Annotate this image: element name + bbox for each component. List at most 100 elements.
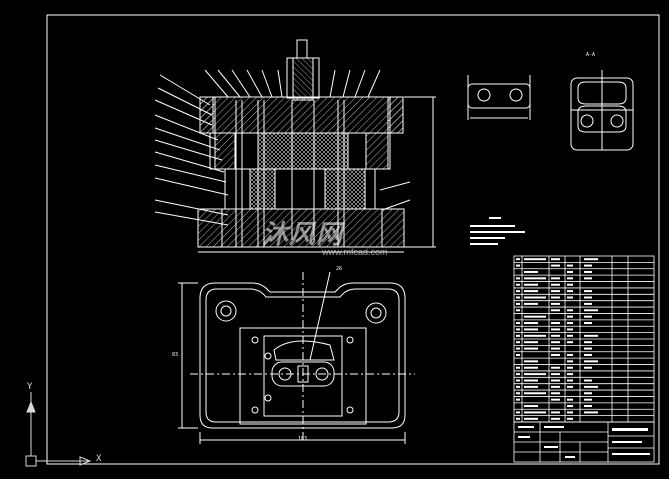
bom-cell-mark (584, 290, 592, 293)
bom-cell-mark (584, 347, 592, 350)
watermark-brand: 沐风网 (262, 220, 344, 250)
bom-cell-mark (516, 328, 520, 331)
bom-cell-mark (567, 405, 573, 408)
bom-cell-mark (516, 353, 520, 356)
bom-cell-mark (551, 328, 560, 331)
title-block-marks (518, 426, 650, 458)
bom-cell-mark (516, 379, 520, 382)
bom-cell-mark (567, 296, 573, 299)
bom-cell-mark (551, 283, 560, 286)
bom-cell-mark (524, 360, 538, 363)
technical-notes (470, 217, 525, 245)
bom-cell-mark (567, 373, 573, 376)
bom-cell-mark (516, 366, 520, 369)
bom-cell-mark (584, 334, 598, 337)
bom-cell-mark (567, 328, 573, 331)
bom-cell-mark (567, 411, 573, 414)
bom-cell-mark (567, 277, 573, 280)
bom-cell-mark (524, 373, 546, 376)
bom-cell-mark (551, 385, 560, 388)
bom-cell-mark (551, 411, 560, 414)
part-label: 26 (336, 266, 343, 272)
bom-cell-mark (567, 290, 573, 293)
dimension-bottom: 183 (298, 436, 308, 442)
bom-cell-mark (524, 296, 546, 299)
ucs-y-label: Y (27, 382, 33, 392)
bom-cell-mark (584, 360, 598, 363)
view-label: A-A (586, 52, 596, 58)
bom-cell-mark (584, 264, 592, 267)
bom-cell-mark (584, 270, 592, 273)
bottom-plan-view (178, 271, 415, 444)
bom-cell-mark (551, 417, 560, 420)
part-view-small (467, 75, 531, 120)
bom-cell-mark (551, 347, 560, 350)
bom-cell-mark (524, 347, 538, 350)
bom-cell-mark (584, 315, 592, 318)
bom-cell-mark (584, 392, 592, 395)
bom-cell-mark (551, 309, 560, 312)
bom-cell-mark (516, 398, 520, 401)
bom-cell-mark (516, 347, 520, 350)
bom-cell-mark (567, 309, 573, 312)
bom-cell-mark (567, 360, 573, 363)
bom-cell-mark (524, 302, 538, 305)
bom-cell-mark (516, 417, 520, 420)
bom-cell-mark (524, 405, 538, 408)
bom-cell-mark (524, 322, 538, 325)
bom-cell-mark (516, 322, 520, 325)
bom-cell-mark (551, 379, 560, 382)
bom-cell-mark (516, 334, 520, 337)
bom-cell-mark (516, 341, 520, 344)
bom-cell-mark (584, 341, 592, 344)
bom-cell-mark (567, 264, 573, 267)
title-block (513, 421, 655, 463)
bom-cell-mark (584, 379, 592, 382)
bom-cell-mark (516, 385, 520, 388)
bom-cell-mark (551, 398, 560, 401)
bom-cell-mark (567, 334, 573, 337)
bom-cell-mark (524, 366, 538, 369)
bom-cell-mark (516, 309, 520, 312)
bom-cell-mark (516, 258, 520, 261)
bom-cell-mark (567, 366, 573, 369)
bom-cell-mark (524, 334, 546, 337)
bom-cell-mark (584, 296, 592, 299)
bom-cell-mark (551, 392, 560, 395)
bom-cell-mark (567, 417, 573, 420)
main-section-view (154, 39, 436, 253)
bom-cell-mark (551, 296, 560, 299)
bom-cell-mark (516, 283, 520, 286)
bom-cell-mark (551, 277, 560, 280)
bom-cell-mark (516, 373, 520, 376)
bom-cell-mark (567, 270, 573, 273)
bom-cell-mark (551, 341, 560, 344)
bom-cell-mark (516, 411, 520, 414)
bom-cell-mark (524, 315, 546, 318)
part-view-large (570, 70, 634, 151)
bom-cell-mark (551, 334, 560, 337)
bom-cell-mark (584, 385, 598, 388)
bom-cell-mark (516, 392, 520, 395)
bom-cell-mark (524, 283, 538, 286)
ucs-axis-icon (25, 392, 92, 467)
bom-cell-mark (551, 290, 560, 293)
bom-cell-mark (524, 392, 546, 395)
bom-cell-mark (551, 373, 560, 376)
bom-cell-mark (551, 258, 560, 261)
bom-cell-mark (516, 296, 520, 299)
bom-cell-mark (584, 405, 592, 408)
bom-cell-mark (551, 322, 560, 325)
bom-cell-mark (567, 322, 573, 325)
bom-cell-mark (516, 290, 520, 293)
bom-cell-mark (567, 315, 573, 318)
bom-cell-mark (524, 341, 538, 344)
bom-cell-mark (551, 302, 560, 305)
bom-cell-mark (551, 264, 560, 267)
bom-cell-mark (516, 264, 520, 267)
bom-cell-mark (584, 302, 592, 305)
bom-cell-mark (551, 353, 560, 356)
bom-cell-mark (524, 379, 538, 382)
bom-cell-mark (524, 417, 538, 420)
